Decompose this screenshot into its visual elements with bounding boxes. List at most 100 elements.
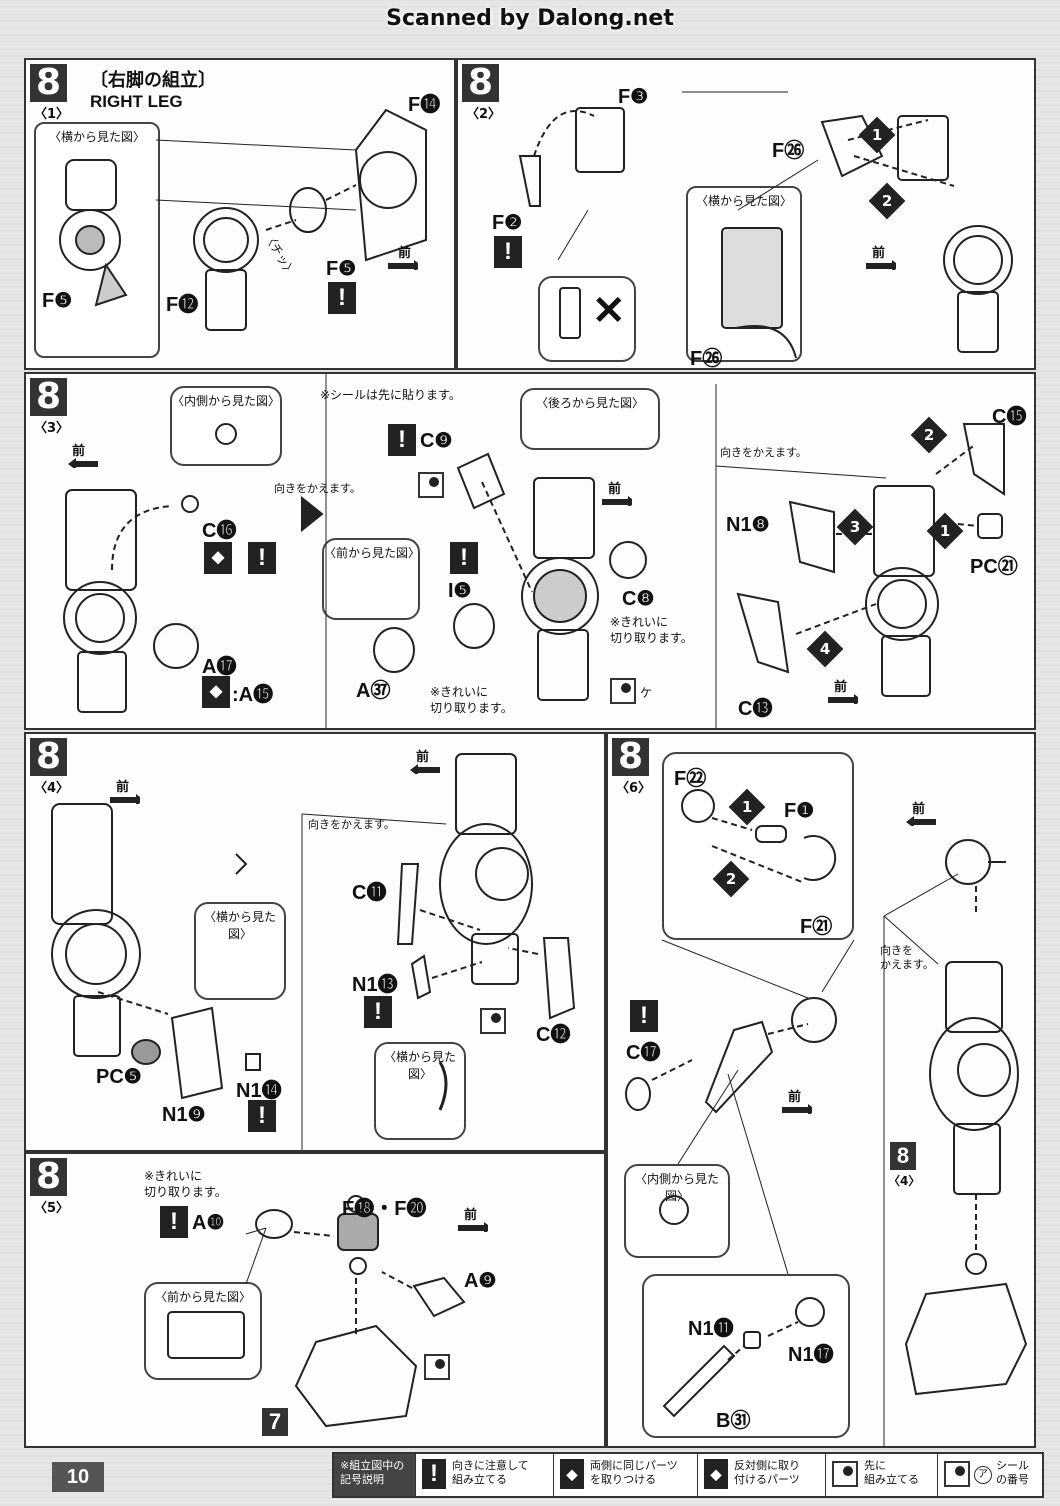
callout-label: 〈横から見た図〉: [48, 130, 145, 144]
step-number: 8: [30, 738, 68, 776]
front-arrow-icon: [866, 260, 896, 270]
step-sub-number: 〈2〉: [466, 107, 502, 122]
front-direction-label: 前: [912, 802, 926, 817]
callout-label: 〈横から見た図〉: [383, 1050, 456, 1081]
callout-label: 〈横から見た図〉: [695, 194, 792, 208]
step-number: 8: [30, 378, 68, 416]
front-arrow-icon: [410, 764, 440, 774]
part-label-f18-f20: F⓲・F⓴: [342, 1198, 427, 1220]
cut-cleanly-note: ※きれいに 切り取ります。: [144, 1169, 227, 1199]
front-view-callout: 〈前から見た図〉: [144, 1282, 262, 1380]
step-sub-number: 〈1〉: [34, 107, 70, 122]
front-direction-label: 前: [464, 1208, 478, 1223]
callout-label: 〈横から見た図〉: [203, 910, 276, 941]
legend-item-caution: ! 向きに注意して 組み立てる: [416, 1454, 554, 1496]
callout-label: 〈前から見た図〉: [154, 1290, 251, 1304]
front-arrow-icon: [782, 1104, 812, 1114]
part-label-a17: A⓱: [202, 656, 237, 678]
front-direction-label: 前: [872, 246, 886, 261]
step-number: 8: [462, 64, 500, 102]
part-label-c9: C❾: [420, 430, 453, 452]
part-label-f12: F⓬: [166, 294, 199, 316]
side-view-callout: 〈横から見た図〉: [194, 902, 286, 1000]
turn-around-note: 向きをかえます。: [720, 446, 807, 459]
opposite-side-icon: ◆: [704, 1459, 728, 1489]
part-label-c13: C⓭: [738, 698, 773, 720]
part-label-i5: I❺: [448, 580, 472, 602]
sticker-icon: [418, 472, 444, 498]
section-title-jp: 〔右脚の組立〕: [90, 70, 216, 91]
turn-around-note: 向きをかえます。: [274, 482, 361, 495]
part-label-n111: N1⓫: [688, 1318, 734, 1340]
cut-cleanly-note: ※きれいに 切り取ります。: [610, 615, 693, 645]
caution-icon: !: [630, 1000, 658, 1032]
part-label-f3: F❸: [618, 86, 649, 108]
leg-part-drawing: [59, 108, 427, 331]
front-arrow-icon: [602, 496, 632, 506]
step-number: 8: [30, 64, 68, 102]
side-view-callout: 〈横から見た図〉: [34, 122, 160, 358]
step-sub-number: 〈4〉: [34, 781, 70, 796]
part-label-a10: A❿: [192, 1212, 225, 1234]
same-both-sides-icon: ◆: [204, 542, 232, 574]
turn-around-note: 向きを かえます。: [880, 944, 934, 971]
caution-icon: !: [160, 1206, 188, 1238]
front-view-callout: 〈前から見た図〉: [322, 538, 420, 620]
front-direction-label: 前: [416, 750, 430, 765]
front-direction-label: 前: [608, 482, 622, 497]
step-sub-number: 〈5〉: [34, 1201, 70, 1216]
wrong-assembly-callout: [538, 276, 636, 362]
step-8-6-panel: 8 〈6〉 〈内側から見た図〉: [606, 732, 1036, 1448]
caution-icon: !: [494, 236, 522, 268]
part-label-f26: F㉖: [772, 140, 805, 162]
front-direction-label: 前: [116, 780, 130, 795]
page-number: 10: [52, 1462, 104, 1492]
part-label-n113: N1⓭: [352, 974, 398, 996]
part-label-pc21: PC㉑: [970, 556, 1018, 578]
back-view-callout: 〈後ろから見た図〉: [520, 388, 660, 450]
part-label-c17: C⓱: [626, 1042, 661, 1064]
caution-icon: !: [388, 424, 416, 456]
leg-part-drawing: [625, 789, 1028, 1446]
part-label-c8: C❽: [622, 588, 655, 610]
step-number: 8: [30, 1158, 68, 1196]
step-8-3-panel: 8 〈3〉 ※シールは先に貼ります。 〈内側から見た図〉 〈後ろから見た図〉 〈…: [24, 372, 1036, 730]
caution-icon: !: [248, 542, 276, 574]
callout-label: 〈前から見た図〉: [324, 546, 421, 560]
part-label-b31: B㉛: [716, 1410, 751, 1432]
cut-cleanly-note: ※きれいに 切り取ります。: [430, 685, 513, 715]
front-arrow-icon: [68, 458, 98, 468]
callout-label: 〈内側から見た図〉: [172, 394, 281, 408]
front-direction-label: 前: [834, 680, 848, 695]
part-label-n19: N1❾: [162, 1104, 206, 1126]
side-view-callout: 〈横から見た図〉: [374, 1042, 466, 1140]
inner-view-callout: 〈内側から見た図〉: [170, 386, 282, 466]
step-number: 8: [612, 738, 650, 776]
legend-item-opposite: ◆ 反対側に取り 付けるパーツ: [698, 1454, 826, 1496]
inner-view-callout: 〈内側から見た図〉: [624, 1164, 730, 1258]
legend-title: ※組立図中の 記号説明: [334, 1454, 416, 1496]
leg-part-drawing: [63, 374, 1005, 728]
same-both-sides-icon: ◆: [560, 1459, 584, 1489]
leg-part-drawing: [518, 91, 1013, 359]
sticker-label: ケ: [640, 686, 653, 700]
legend-item-both-sides: ◆ 両側に同じパーツ を取りつける: [554, 1454, 698, 1496]
part-label-c15: C⓯: [992, 406, 1027, 428]
part-label-a9: A❾: [464, 1270, 497, 1292]
part-label-f5: F❺: [42, 290, 73, 312]
part-label-f1: F❶: [784, 800, 815, 822]
step-8-2-panel: 8 〈2〉 ✕ 〈横から見た図〉 F❸ F❷ ! F㉖ F㉖ 1 2 前: [456, 58, 1036, 370]
part-label-pc5: PC❺: [96, 1066, 142, 1088]
step-8-5-panel: 8 〈5〉 ※きれいに 切り取ります。 〈前から見た図〉 ! A❿ F⓲・F⓴ …: [24, 1152, 606, 1448]
step-sub-number: 〈3〉: [34, 421, 70, 436]
symbol-legend: ※組立図中の 記号説明 ! 向きに注意して 組み立てる ◆ 両側に同じパーツ を…: [332, 1452, 1044, 1498]
front-arrow-icon: [828, 694, 858, 704]
caution-icon: !: [364, 996, 392, 1028]
part-label-n18: N1❽: [726, 514, 770, 536]
sticker-icon: [944, 1461, 970, 1487]
sticker-symbol: ア: [974, 1466, 992, 1484]
reference-step-number: 8: [890, 1142, 916, 1170]
front-direction-label: 前: [72, 444, 86, 459]
step-sub-number: 〈6〉: [616, 781, 652, 796]
sticker-label-icon: [610, 678, 636, 704]
